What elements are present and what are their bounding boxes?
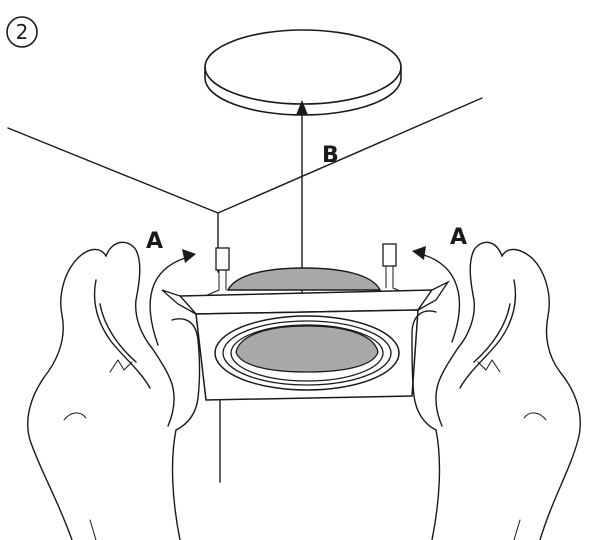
label-a-right: A	[450, 225, 467, 250]
left-hand	[27, 241, 201, 540]
step-badge: 2	[6, 16, 38, 48]
label-a-left: A	[146, 229, 163, 254]
step-number: 2	[16, 20, 29, 44]
right-spring-clip	[382, 243, 413, 297]
right-arrow-a	[412, 246, 461, 343]
left-arrow-a	[149, 249, 196, 346]
ceiling-cover-disc	[204, 29, 402, 116]
lift-arrow	[296, 100, 308, 293]
left-spring-clip	[195, 247, 230, 301]
lamp-opening	[214, 315, 400, 391]
label-b: B	[322, 143, 339, 168]
housing-dome	[226, 267, 382, 291]
right-hand	[411, 241, 581, 540]
